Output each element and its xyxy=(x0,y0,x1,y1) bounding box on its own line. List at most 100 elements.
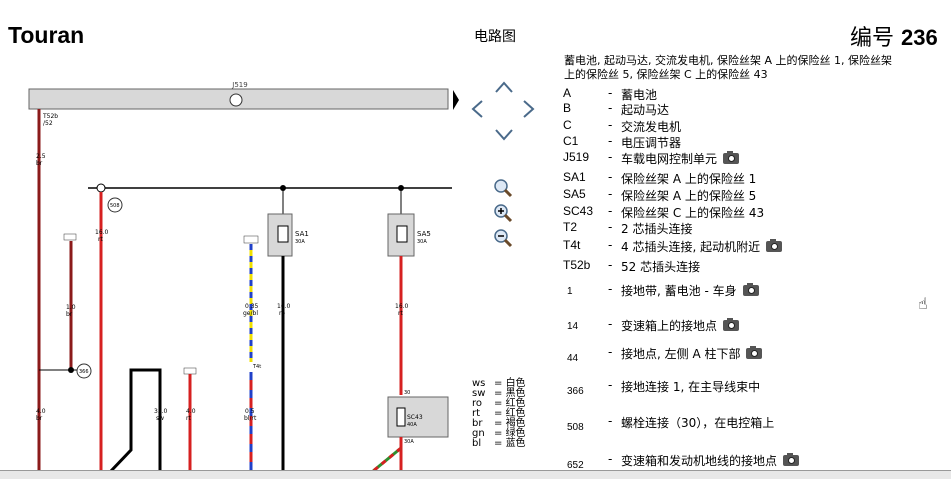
component-code: T52b xyxy=(563,258,591,272)
wire-label-size: 35.0 xyxy=(154,408,168,415)
wire-label-color: ge/bl xyxy=(243,310,258,317)
component-text: 接地带, 蓄电池 - 车身 xyxy=(621,282,759,299)
ground-366-label: 366 xyxy=(79,369,89,375)
component-dash: - xyxy=(608,220,613,234)
wire-label-size: 2.5 xyxy=(36,153,46,160)
legend-row: ro= 红色 xyxy=(472,398,526,409)
component-text: 螺栓连接（30），在电控箱上 xyxy=(621,416,775,430)
wire-label-color: rt xyxy=(186,415,191,422)
component-dash: - xyxy=(608,150,613,164)
arrow-up-icon[interactable] xyxy=(494,80,514,94)
component-text: 4 芯插头连接, 起动机附近 xyxy=(621,238,783,255)
component-text: 起动马达 xyxy=(621,103,670,117)
wiring-diagram: J519 T52b /52 2.5 br 508 16.0 rt 1.0 br … xyxy=(28,81,459,472)
pin-label-30a: 30A xyxy=(404,439,414,445)
connector-t52b-label: T52b xyxy=(42,113,58,120)
component-dash: - xyxy=(608,204,613,218)
hand-cursor-icon: ☝ xyxy=(918,294,928,313)
component-code: SA5 xyxy=(563,187,586,201)
component-dash: - xyxy=(608,134,613,148)
wire-label-size: 16.0 xyxy=(395,303,409,310)
component-text: 保险丝架 C 上的保险丝 43 xyxy=(621,206,765,220)
ground-508[interactable] xyxy=(107,197,123,213)
wire-label-color: sw xyxy=(156,415,164,422)
description-line-2: 上的保险丝 5, 保险丝架 C 上的保险丝 43 xyxy=(564,68,768,81)
status-bar xyxy=(0,470,951,479)
component-code: 508 xyxy=(567,422,584,433)
fuse-sa1-rating: 30A xyxy=(295,239,305,245)
legend-row: ws= 白色 xyxy=(472,378,526,389)
component-text: 接地连接 1, 在主导线束中 xyxy=(621,380,761,394)
component-text: 2 芯插头连接 xyxy=(621,222,693,236)
component-dash: - xyxy=(608,452,613,466)
camera-icon[interactable] xyxy=(766,239,783,252)
camera-icon[interactable] xyxy=(723,318,740,331)
component-code: B xyxy=(563,101,572,115)
ground-366[interactable] xyxy=(76,363,92,379)
component-text: 交流发电机 xyxy=(621,120,682,134)
legend-row: bl= 蓝色 xyxy=(472,438,526,449)
camera-icon[interactable] xyxy=(783,453,800,466)
control-unit-label: J519 xyxy=(231,81,247,89)
wire-label-size: 4.0 xyxy=(36,408,46,415)
wire-label-size: 0.35 xyxy=(245,303,259,310)
component-code: C xyxy=(563,118,572,132)
component-dash: - xyxy=(608,378,613,392)
fuse-sa1-label: SA1 xyxy=(295,230,309,238)
connector-t52b-pin: /52 xyxy=(43,120,53,127)
component-code: J519 xyxy=(563,150,590,164)
pin-label-30: 30 xyxy=(404,390,410,396)
component-code: SC43 xyxy=(563,204,594,218)
component-dash: - xyxy=(608,282,613,296)
component-dash: - xyxy=(608,238,613,252)
component-code: SA1 xyxy=(563,170,586,184)
component-text: 保险丝架 A 上的保险丝 1 xyxy=(621,172,757,186)
wire-label-color: br xyxy=(66,311,73,318)
arrow-right-indicator xyxy=(453,90,459,110)
component-code: C1 xyxy=(563,134,579,148)
wire-label-size: 1.0 xyxy=(66,304,76,311)
zoom-out-icon[interactable] xyxy=(493,228,513,248)
legend-row: sw= 黑色 xyxy=(472,388,526,399)
component-code: 44 xyxy=(567,353,579,364)
zoom-fit-icon[interactable] xyxy=(493,178,513,198)
doc-number: 编号 236 xyxy=(850,20,938,52)
component-dash: - xyxy=(608,170,613,184)
component-code: 1 xyxy=(567,286,573,297)
component-code: T2 xyxy=(563,220,578,234)
camera-icon[interactable] xyxy=(746,346,763,359)
description-line-1: 蓄电池, 起动马达, 交流发电机, 保险丝架 A 上的保险丝 1, 保险丝架 xyxy=(564,54,892,67)
wire-label-size: 0.5 xyxy=(245,408,255,415)
doc-number-value: 236 xyxy=(901,25,938,50)
camera-icon[interactable] xyxy=(742,283,759,296)
connector-t4t-label: T4t xyxy=(252,364,261,370)
camera-icon[interactable] xyxy=(723,151,740,164)
doc-number-label: 编号 xyxy=(850,26,895,51)
arrow-left-icon[interactable] xyxy=(470,99,484,119)
component-code: 652 xyxy=(567,460,584,471)
component-dash: - xyxy=(608,118,613,132)
component-text: 车载电网控制单元 xyxy=(621,150,740,167)
component-text: 保险丝架 A 上的保险丝 5 xyxy=(621,189,757,203)
component-code: A xyxy=(563,86,572,100)
wire-label-color: bl/rt xyxy=(244,415,257,422)
component-text: 接地点, 左侧 A 柱下部 xyxy=(621,345,763,362)
doc-type-title: 电路图 xyxy=(474,29,516,45)
diagram-description: 蓄电池, 起动马达, 交流发电机, 保险丝架 A 上的保险丝 1, 保险丝架 上… xyxy=(564,54,951,82)
arrow-right-icon[interactable] xyxy=(522,99,536,119)
wire-label-color: br xyxy=(36,415,43,422)
component-text: 52 芯插头连接 xyxy=(621,260,701,274)
wire-label-size: 4.0 xyxy=(186,408,196,415)
component-code: 366 xyxy=(567,386,584,397)
component-text: 变速箱和发动机地线的接地点 xyxy=(621,452,800,469)
fuse-sa5-label: SA5 xyxy=(417,230,431,238)
component-text: 蓄电池 xyxy=(621,88,658,102)
component-dash: - xyxy=(608,345,613,359)
ground-508-label: 508 xyxy=(110,203,120,209)
zoom-in-icon[interactable] xyxy=(493,203,513,223)
legend-row: rt= 红色 xyxy=(472,408,526,419)
component-code: T4t xyxy=(563,238,581,252)
brand-title: Touran xyxy=(8,22,85,48)
arrow-down-icon[interactable] xyxy=(494,128,514,142)
color-legend: ws= 白色 sw= 黑色 ro= 红色 rt= 红色 br= 褐色 gn= 绿… xyxy=(472,379,526,449)
